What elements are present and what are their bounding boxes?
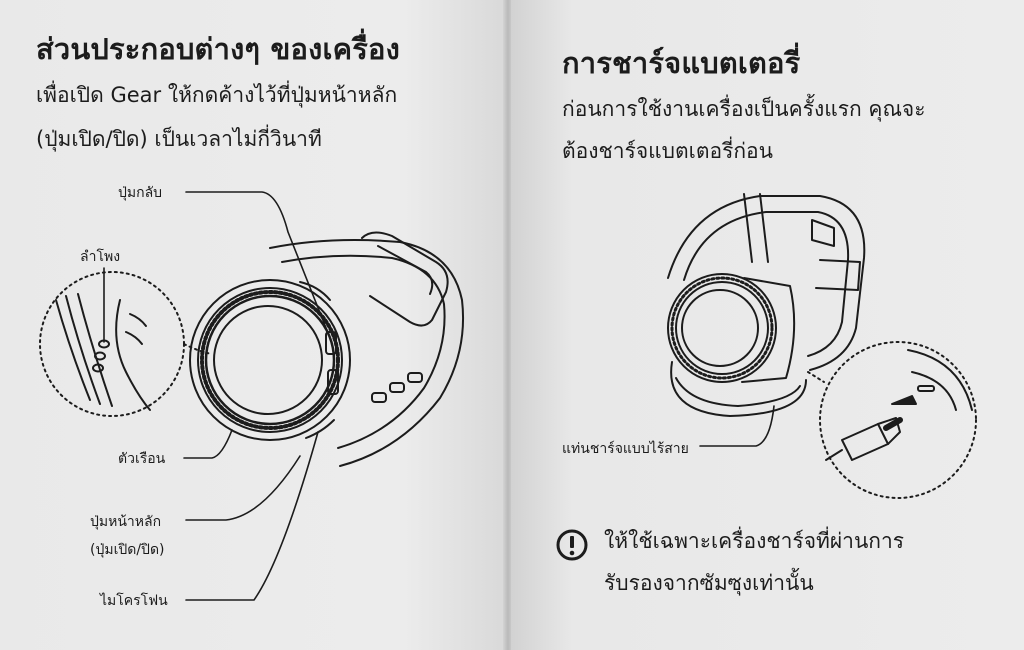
caution-line2: รับรองจากซัมซุงเท่านั้น: [604, 571, 814, 595]
gear-watch-illustration: [39, 191, 465, 601]
book-gutter: [503, 0, 513, 650]
bezel-label: ตัวเรือน: [118, 451, 166, 467]
home-button-label: ปุ่มหน้าหลัก: [90, 514, 162, 530]
wireless-dock-label: แท่นชาร์จแบบไร้สาย: [562, 441, 689, 457]
charging-title: การชาร์จแบตเตอรี่: [562, 46, 801, 80]
back-button-label: ปุ่มกลับ: [118, 185, 163, 201]
parts-title: ส่วนประกอบต่างๆ ของเครื่อง: [36, 32, 400, 66]
caution-line1: ให้ใช้เฉพาะเครื่องชาร์จที่ผ่านการ: [604, 529, 905, 553]
home-button-sublabel: (ปุ่มเปิด/ปิด): [90, 542, 165, 558]
charging-intro-line1: ก่อนการใช้งานเครื่องเป็นครั้งแรก คุณจะ: [562, 97, 926, 121]
parts-intro-line2: (ปุ่มเปิด/ปิด) เป็นเวลาไม่กี่วินาที: [36, 127, 322, 151]
caution-icon: [555, 528, 589, 562]
microphone-label: ไมโครโฟน: [100, 593, 168, 609]
parts-intro-line1: เพื่อเปิด Gear ให้กดค้างไว้ที่ปุ่มหน้าหล…: [36, 83, 398, 107]
speaker-label: ลำโพง: [80, 249, 121, 265]
charging-intro-line2: ต้องชาร์จแบตเตอรี่ก่อน: [562, 139, 774, 163]
charging-dock-illustration: [667, 193, 977, 499]
